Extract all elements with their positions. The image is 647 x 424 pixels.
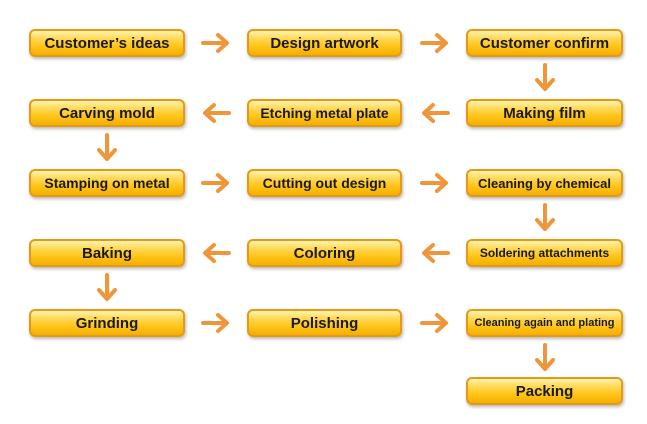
step-cutting-out-design: Cutting out design bbox=[247, 169, 402, 197]
step-coloring: Coloring bbox=[247, 239, 402, 267]
step-making-film: Making film bbox=[466, 99, 623, 127]
step-customers-ideas: Customer’s ideas bbox=[29, 29, 185, 57]
step-grinding: Grinding bbox=[29, 309, 185, 337]
arrow-right-icon bbox=[420, 172, 450, 194]
step-polishing: Polishing bbox=[247, 309, 402, 337]
step-packing: Packing bbox=[466, 377, 623, 405]
arrow-down-icon bbox=[534, 63, 556, 93]
step-baking: Baking bbox=[29, 239, 185, 267]
arrow-right-icon bbox=[420, 312, 450, 334]
arrow-left-icon bbox=[201, 102, 231, 124]
arrow-right-icon bbox=[201, 312, 231, 334]
step-etching-metal-plate: Etching metal plate bbox=[247, 99, 402, 127]
arrow-down-icon bbox=[96, 133, 118, 163]
arrow-down-icon bbox=[534, 343, 556, 373]
step-stamping-on-metal: Stamping on metal bbox=[29, 169, 185, 197]
arrow-down-icon bbox=[96, 273, 118, 303]
step-cleaning-again-and-plating: Cleaning again and plating bbox=[466, 309, 623, 337]
step-cleaning-by-chemical: Cleaning by chemical bbox=[466, 169, 623, 197]
arrow-down-icon bbox=[534, 203, 556, 233]
arrow-left-icon bbox=[420, 102, 450, 124]
arrow-right-icon bbox=[420, 32, 450, 54]
step-soldering-attachments: Soldering attachments bbox=[466, 239, 623, 267]
step-design-artwork: Design artwork bbox=[247, 29, 402, 57]
arrow-right-icon bbox=[201, 32, 231, 54]
step-customer-confirm: Customer confirm bbox=[466, 29, 623, 57]
arrow-right-icon bbox=[201, 172, 231, 194]
arrow-left-icon bbox=[201, 242, 231, 264]
step-carving-mold: Carving mold bbox=[29, 99, 185, 127]
arrow-left-icon bbox=[420, 242, 450, 264]
